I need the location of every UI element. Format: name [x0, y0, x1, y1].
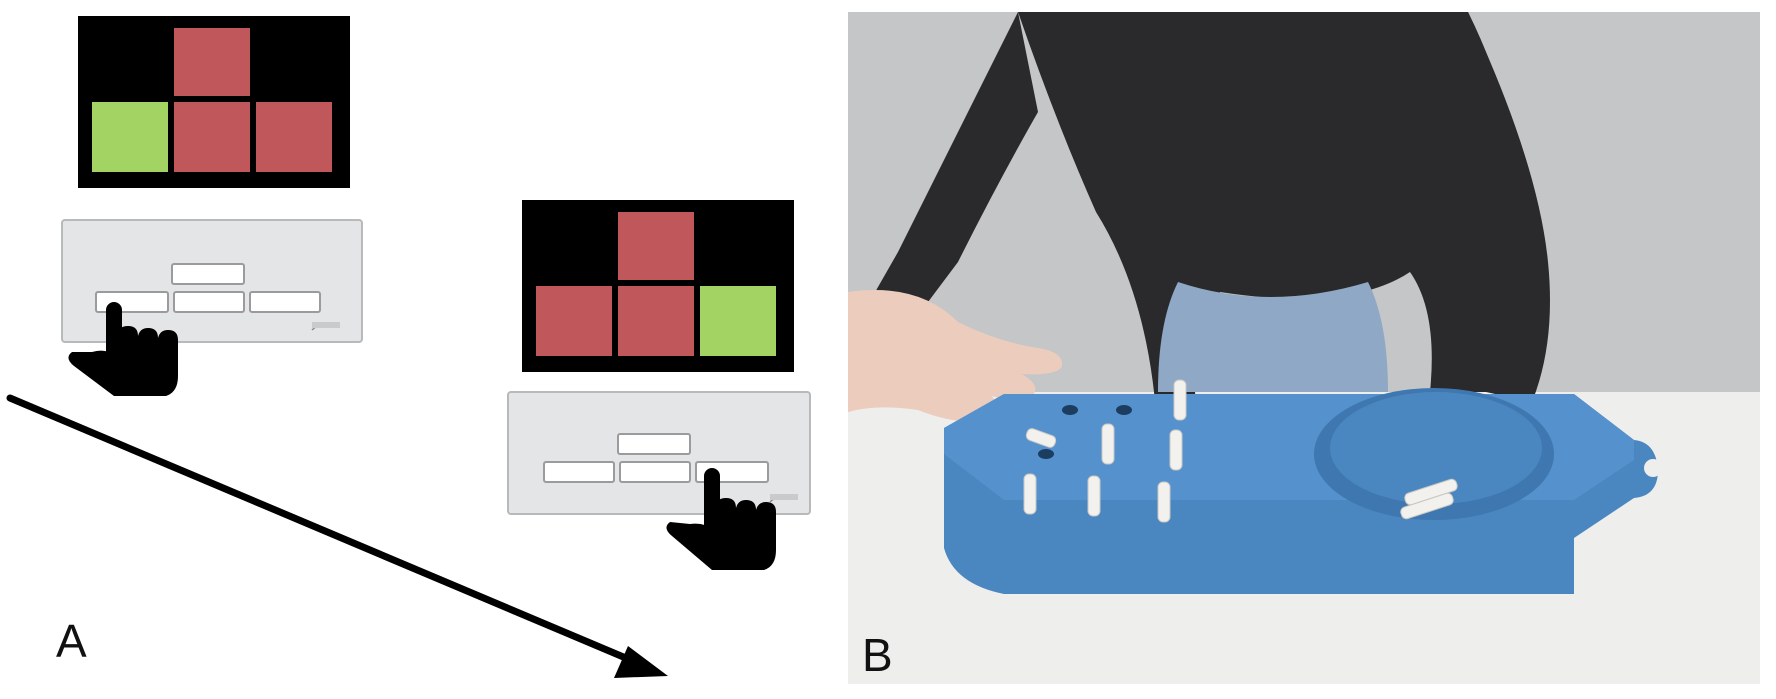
peg: [1087, 475, 1101, 517]
screen-1-right-square: [256, 102, 332, 172]
peg: [1023, 473, 1037, 515]
peg-in-bowl: [1400, 492, 1454, 520]
pegboard: [944, 379, 1662, 594]
pegboard-photo: [848, 12, 1760, 684]
screen-1: [78, 16, 350, 188]
peg: [1173, 379, 1187, 421]
peg-held: [1025, 428, 1057, 448]
pointing-hand-icon: [68, 302, 178, 396]
device-1-top-key: [171, 263, 245, 285]
panel-a-label: A: [56, 615, 87, 667]
device-2: [507, 391, 811, 515]
person: [848, 12, 1550, 422]
logo-icon: [311, 322, 340, 331]
peg-hole: [1062, 405, 1078, 415]
device-1-right-key: [249, 291, 321, 313]
device-2-top-key: [617, 433, 691, 455]
screen-1-left-square-lit: [92, 102, 168, 172]
screen-1-middle-square: [174, 102, 250, 172]
screen-2: [522, 200, 794, 372]
device-1-middle-key: [173, 291, 245, 313]
peg-hole: [1038, 449, 1054, 459]
device-2-middle-key: [619, 461, 691, 483]
left-sleeve: [858, 12, 1038, 342]
logo-icon: [769, 494, 798, 503]
peg: [1157, 481, 1171, 523]
screen-1-top-square: [174, 28, 250, 96]
diagonal-arrow-icon: [6, 394, 668, 678]
panel-a: A: [0, 0, 845, 699]
panel-b-label: B: [862, 629, 893, 681]
peg: [1169, 429, 1183, 471]
screen-2-left-square: [536, 286, 612, 356]
jeans: [1158, 282, 1388, 392]
right-sleeve: [1468, 12, 1550, 402]
peg: [1101, 423, 1115, 465]
hand: [848, 290, 1063, 422]
pegboard-hanging-hole: [1644, 459, 1662, 477]
pegboard-bowl-inner: [1330, 392, 1542, 504]
screen-2-top-square: [618, 212, 694, 280]
panel-a-diagram: [6, 16, 811, 678]
device-2-left-key: [543, 461, 615, 483]
panel-b: B: [848, 0, 1776, 699]
black-shirt: [1018, 12, 1529, 412]
screen-2-middle-square: [618, 286, 694, 356]
peg-hole: [1116, 405, 1132, 415]
screen-2-right-square-lit: [700, 286, 776, 356]
pointing-hand-icon: [666, 468, 776, 570]
